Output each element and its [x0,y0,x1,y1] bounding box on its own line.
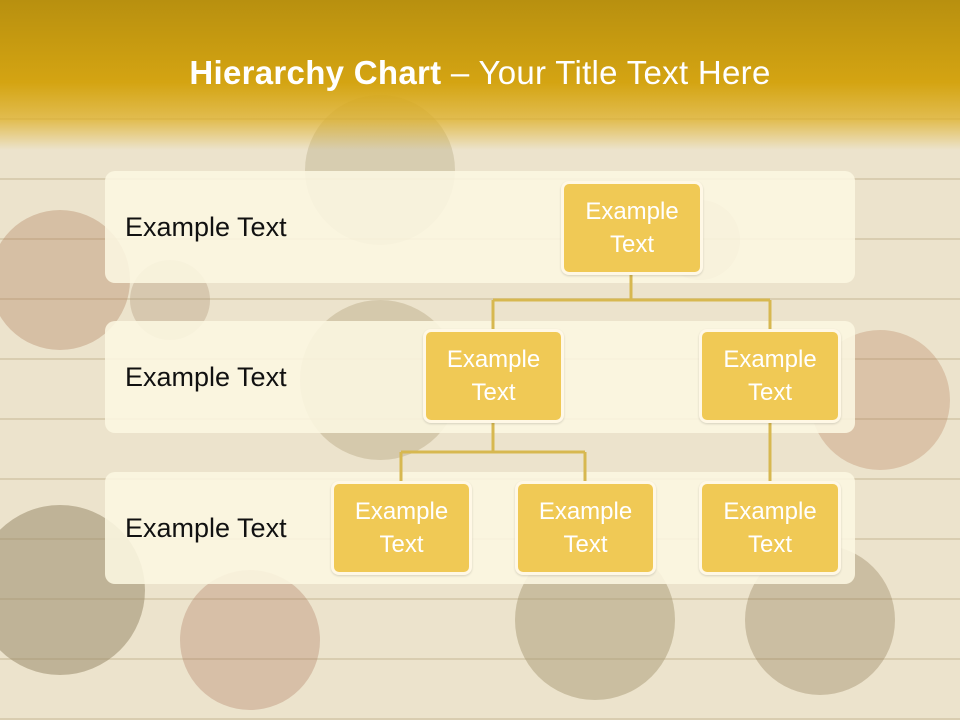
title-bold: Hierarchy Chart [189,54,442,91]
node-l3-c-line1: Example [723,498,817,525]
node-l2-left-line1: Example [446,346,541,373]
node-l3-b-line1: Example [538,498,633,525]
node-l2-right-line2: Text [747,379,792,406]
level-label-3: Example Text [125,513,287,543]
node-l3-b-line2: Text [563,531,608,558]
node-l3-a-line1: Example [354,498,449,525]
node-l3-c-line2: Text [747,531,792,558]
level-band-1: Example Text [105,171,855,283]
node-root-line2: Text [609,231,654,258]
connector-root [491,272,772,331]
node-l2-left-line2: Text [471,379,516,406]
header-bar [0,0,960,150]
page-title: Hierarchy Chart – Your Title Text Here [0,54,960,92]
node-root-line1: Example [585,198,679,225]
title-rest: – Your Title Text Here [441,54,771,91]
node-l2-right-line1: Example [723,346,817,373]
level-label-2: Example Text [125,362,287,392]
node-l3-a-line2: Text [379,531,424,558]
level-label-1: Example Text [125,212,287,242]
connector-left [399,420,587,483]
